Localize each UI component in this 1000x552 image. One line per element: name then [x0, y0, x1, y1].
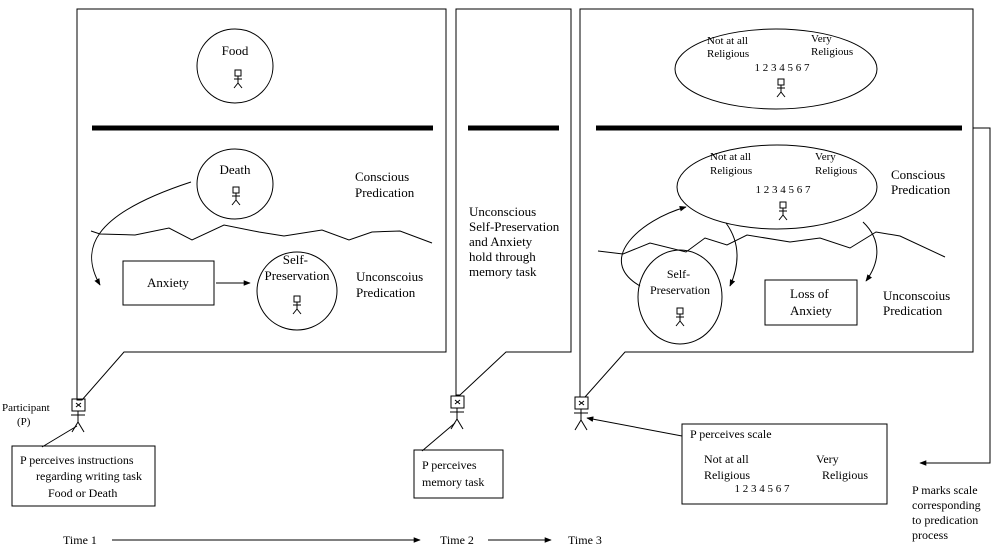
p1-box: P perceives instructions regarding writi…: [11, 445, 156, 507]
time1-label: Time 1: [63, 533, 97, 547]
self-preservation-circle-1: Self- Preservation: [256, 251, 338, 331]
panel2-speech-bubble: [455, 8, 572, 396]
stick-figure-icon: [231, 186, 241, 206]
svg-text:Very Religious: Very Religious: [811, 33, 853, 58]
panel3-conscious-label: Conscious Predication: [891, 167, 951, 197]
panel1-unconscious-label: Unconscoius Predication: [356, 269, 426, 300]
anxiety-label: Anxiety: [147, 275, 189, 290]
panel3-unconscious-label: Unconscoius Predication: [883, 288, 953, 318]
death-circle: Death: [196, 148, 274, 220]
p2-box: P perceives memory task: [413, 449, 504, 499]
svg-text:Very Religious: Very Religious: [816, 452, 868, 482]
panel1-zigzag-threshold: [90, 224, 433, 244]
scale-to-loss-arrow: [862, 221, 878, 282]
anxiety-box: Anxiety: [122, 260, 215, 306]
svg-text:Very Religious: Very Religious: [815, 151, 857, 177]
stick-figure-icon: [675, 307, 685, 327]
loss-of-anxiety-box: Loss of Anxiety: [764, 279, 858, 326]
panel2-text: Unconscious Self-Preservation and Anxiet…: [469, 204, 563, 279]
self-preservation-circle-2: Self- Preservation: [637, 249, 723, 345]
svg-text:Not at all Religious: Not at all Religious: [704, 452, 752, 482]
stick-figure-icon: [778, 201, 788, 221]
panel1-conscious-label: Conscious Predication: [355, 169, 415, 200]
time2-label: Time 2: [440, 533, 474, 547]
stick-figure-icon: [292, 295, 302, 315]
marks-scale-arrow: [919, 127, 991, 466]
svg-text:P perceives instructions: P perceives instructions regarding writi…: [20, 453, 145, 500]
svg-text:P perceives memory task: P perceives memory task: [422, 458, 484, 489]
mid-religiosity-scale-ellipse: Not at all Religious Very Religious 1 2 …: [676, 144, 878, 230]
panel3-zigzag-threshold: [597, 231, 946, 258]
participant-stick-figure-icon: [71, 398, 86, 433]
p3-numbers: 1 2 3 4 5 6 7: [735, 483, 791, 495]
marks-scale-text: P marks scale corresponding to predicati…: [912, 483, 984, 542]
top-religiosity-scale-ellipse: Not at all Religious Very Religious 1 2 …: [674, 28, 878, 110]
time3-label: Time 3: [568, 533, 602, 547]
participant-2-connector: [421, 422, 456, 452]
food-label: Food: [222, 43, 249, 58]
food-circle: Food: [196, 28, 274, 104]
svg-text:Not at all Religious: Not at all Religious: [707, 35, 751, 60]
scale-to-participant-arrow: [586, 416, 683, 437]
svg-text:Not at all Religious: Not at all Religious: [710, 151, 754, 177]
self-preservation-to-scale-arrow: [620, 206, 687, 287]
participant-2-stick-figure-icon: [450, 395, 465, 430]
participant-3-stick-figure-icon: [574, 396, 589, 431]
death-to-anxiety-arrow: [91, 181, 192, 286]
p3-title: P perceives scale: [690, 427, 772, 441]
p3-box: P perceives scale Not at all Religious V…: [681, 423, 888, 505]
participant-connector: [41, 425, 78, 448]
death-label: Death: [219, 162, 251, 177]
self-preservation-label-2: Self- Preservation: [650, 267, 710, 297]
mid-scale-numbers: 1 2 3 4 5 6 7: [756, 184, 812, 196]
scale-to-self-preservation-arrow: [725, 222, 738, 287]
stick-figure-icon: [776, 78, 786, 98]
top-scale-numbers: 1 2 3 4 5 6 7: [755, 62, 811, 74]
panel1-speech-bubble: [76, 8, 447, 401]
participant-label: Participant (P): [2, 402, 52, 428]
svg-text:Loss of Anxiety: Loss of Anxiety: [790, 286, 832, 318]
stick-figure-icon: [233, 69, 243, 89]
self-preservation-label: Self- Preservation: [265, 252, 330, 283]
